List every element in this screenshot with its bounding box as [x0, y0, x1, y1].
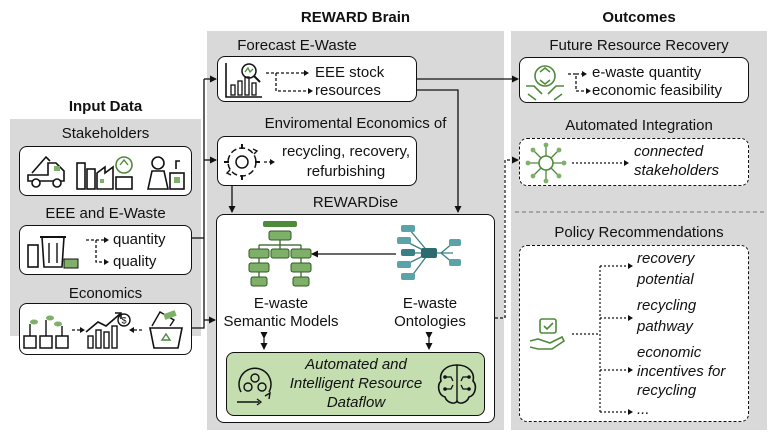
policy-box: recovery potential recycling pathway eco…	[519, 245, 749, 422]
ontologies-icon	[397, 225, 461, 280]
recycle-hands-icon	[526, 65, 564, 101]
hand-check-icon	[529, 318, 566, 350]
forecast-title: Forecast E-Waste	[237, 37, 357, 54]
policy-item-1-l1: recovery	[637, 250, 695, 267]
ewaste-bin-icon	[27, 236, 79, 269]
future-title: Future Resource Recovery	[549, 37, 729, 54]
dataflow-line1: Automated and	[305, 356, 407, 373]
future-box: e-waste quantity economic feasibility	[519, 57, 749, 103]
factory-icon	[76, 156, 133, 190]
eee-title: EEE and E-Waste	[45, 205, 166, 222]
input-header: Input Data	[68, 98, 143, 115]
enviro-line2: refurbishing	[306, 163, 386, 180]
policy-title: Policy Recommendations	[554, 224, 724, 241]
eee-box: quantity quality	[19, 225, 192, 275]
power-plant-icon	[147, 156, 185, 190]
models-label-1: E-waste	[253, 295, 309, 312]
network-icon	[525, 142, 567, 184]
stakeholders-box	[19, 146, 192, 196]
dataflow-line3: Dataflow	[326, 394, 386, 411]
eee-item-quantity: quantity	[113, 231, 166, 248]
policy-item-3-l2: incentives for	[637, 363, 726, 380]
enviro-box: recycling, recovery, refurbishing	[217, 136, 417, 186]
onto-label-2: Ontologies	[394, 313, 466, 330]
policy-item-2-l2: pathway	[637, 318, 693, 335]
forecast-item-stock: EEE stock	[315, 64, 385, 81]
policy-item-3-l1: economic	[637, 344, 702, 361]
recycle-basket-icon	[149, 310, 183, 349]
eee-item-quality: quality	[113, 253, 157, 270]
semantic-models-icon	[248, 221, 312, 287]
onto-label-1: E-waste	[402, 295, 458, 312]
rewardise-title: REWARDise	[312, 194, 399, 211]
enviro-line1: recycling, recovery,	[281, 143, 411, 160]
policy-item-4: ...	[637, 401, 650, 418]
forecast-chart-icon	[225, 63, 262, 98]
recycle-gear-icon	[224, 144, 260, 180]
outcomes-header: Outcomes	[602, 9, 676, 26]
dataflow-box: Automated and Intelligent Resource Dataf…	[226, 352, 485, 416]
truck-icon	[27, 155, 65, 188]
enviro-title: Enviromental Economics of	[264, 115, 447, 132]
automated-box: connected stakeholders	[519, 138, 749, 186]
stakeholders-title: Stakeholders	[61, 125, 150, 142]
future-item-quantity: e-waste quantity	[592, 64, 702, 81]
economics-box: $	[19, 303, 192, 355]
brain-circuit-icon	[437, 364, 477, 404]
policy-item-3-l3: recycling	[637, 382, 697, 399]
forecast-item-resources: resources	[315, 82, 381, 99]
growth-chart-icon: $	[85, 312, 131, 349]
policy-item-2-l1: recycling	[637, 297, 697, 314]
plants-icon	[23, 315, 69, 349]
automated-line1: connected	[634, 143, 704, 160]
forecast-box: EEE stock resources	[217, 56, 417, 102]
rewardise-box: E-waste Semantic Models E-waste Ontologi…	[216, 214, 495, 423]
svg-text:$: $	[122, 316, 127, 326]
models-label-2: Semantic Models	[223, 313, 339, 330]
automated-line2: stakeholders	[634, 162, 720, 179]
economics-title: Economics	[68, 285, 143, 302]
automated-title: Automated Integration	[565, 117, 713, 134]
future-item-feasibility: economic feasibility	[592, 82, 723, 99]
dataflow-cycle-icon	[237, 367, 272, 406]
dataflow-line2: Intelligent Resource	[289, 375, 423, 392]
brain-header: REWARD Brain	[300, 9, 411, 26]
policy-item-1-l2: potential	[637, 271, 694, 288]
